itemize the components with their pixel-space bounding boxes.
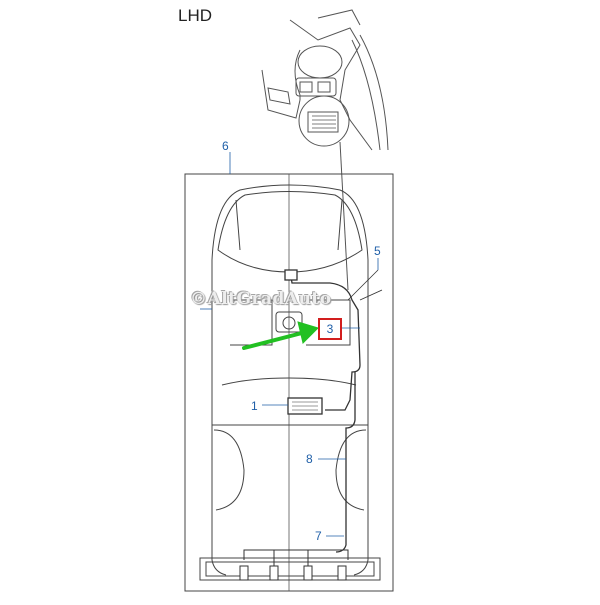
- wiring-harness: [284, 269, 383, 553]
- callout-1: 1: [251, 399, 258, 413]
- callout-leaders: [200, 152, 379, 537]
- rear-bumper: [199, 557, 381, 581]
- callout-7: 7: [315, 529, 322, 543]
- callout-5: 5: [374, 244, 381, 258]
- callout-6: 6: [222, 139, 229, 153]
- callout-3-highlighted: 3: [318, 318, 342, 340]
- green-arrow: [242, 321, 319, 350]
- rear-connectors: [239, 549, 349, 581]
- vehicle-body: [211, 184, 369, 576]
- callout-3: 3: [326, 322, 334, 336]
- watermark: ©AltGradAuto: [190, 289, 332, 309]
- dashboard-inset: [261, 9, 389, 291]
- page-title: LHD: [178, 6, 213, 25]
- callout-8: 8: [306, 452, 313, 466]
